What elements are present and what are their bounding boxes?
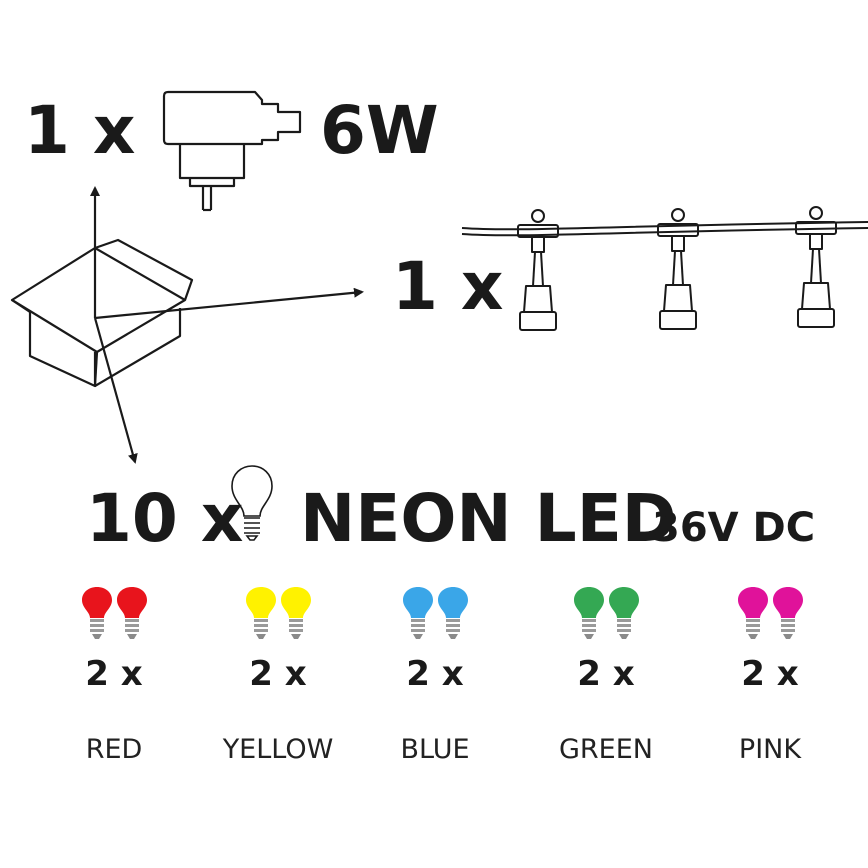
power-adapter-icon: [162, 90, 302, 212]
color-group-pink: 2 x PINK: [690, 586, 850, 765]
color-quantity: 2 x: [406, 654, 464, 694]
colored-bulb-icon: [245, 586, 277, 646]
bulb-type: NEON LED: [300, 480, 677, 557]
color-label: GREEN: [559, 734, 653, 765]
colored-bulb-icon: [402, 586, 434, 646]
colored-bulb-icon: [81, 586, 113, 646]
adapter-power: 6W: [320, 92, 439, 169]
color-quantity: 2 x: [577, 654, 635, 694]
colored-bulb-icon: [573, 586, 605, 646]
color-label: RED: [85, 734, 143, 765]
colored-bulb-icons: [690, 586, 850, 646]
colored-bulb-icon: [116, 586, 148, 646]
colored-bulb-icon: [608, 586, 640, 646]
color-label: PINK: [738, 734, 802, 765]
bulb-quantity: 10 x: [86, 480, 244, 557]
bulb-outline-icon: [231, 465, 273, 541]
color-group-yellow: 2 x YELLOW: [198, 586, 358, 765]
color-group-blue: 2 x BLUE: [355, 586, 515, 765]
arrow-icon: [90, 186, 364, 464]
color-quantity: 2 x: [249, 654, 307, 694]
color-label: YELLOW: [222, 734, 334, 765]
colored-bulb-icon: [280, 586, 312, 646]
adapter-quantity: 1 x: [24, 92, 136, 169]
bulb-voltage: 36V DC: [652, 505, 816, 551]
colored-bulb-icon: [772, 586, 804, 646]
string-quantity: 1 x: [392, 248, 504, 325]
colored-bulb-icon: [437, 586, 469, 646]
color-quantity: 2 x: [741, 654, 799, 694]
color-quantity: 2 x: [85, 654, 143, 694]
colored-bulb-icons: [34, 586, 194, 646]
light-string-icon: [461, 206, 868, 331]
colored-bulb-icons: [355, 586, 515, 646]
colored-bulb-icons: [526, 586, 686, 646]
box-icon: [10, 238, 194, 388]
color-group-red: 2 x RED: [34, 586, 194, 765]
color-label: BLUE: [400, 734, 470, 765]
color-group-green: 2 x GREEN: [526, 586, 686, 765]
colored-bulb-icons: [198, 586, 358, 646]
colored-bulb-icon: [737, 586, 769, 646]
